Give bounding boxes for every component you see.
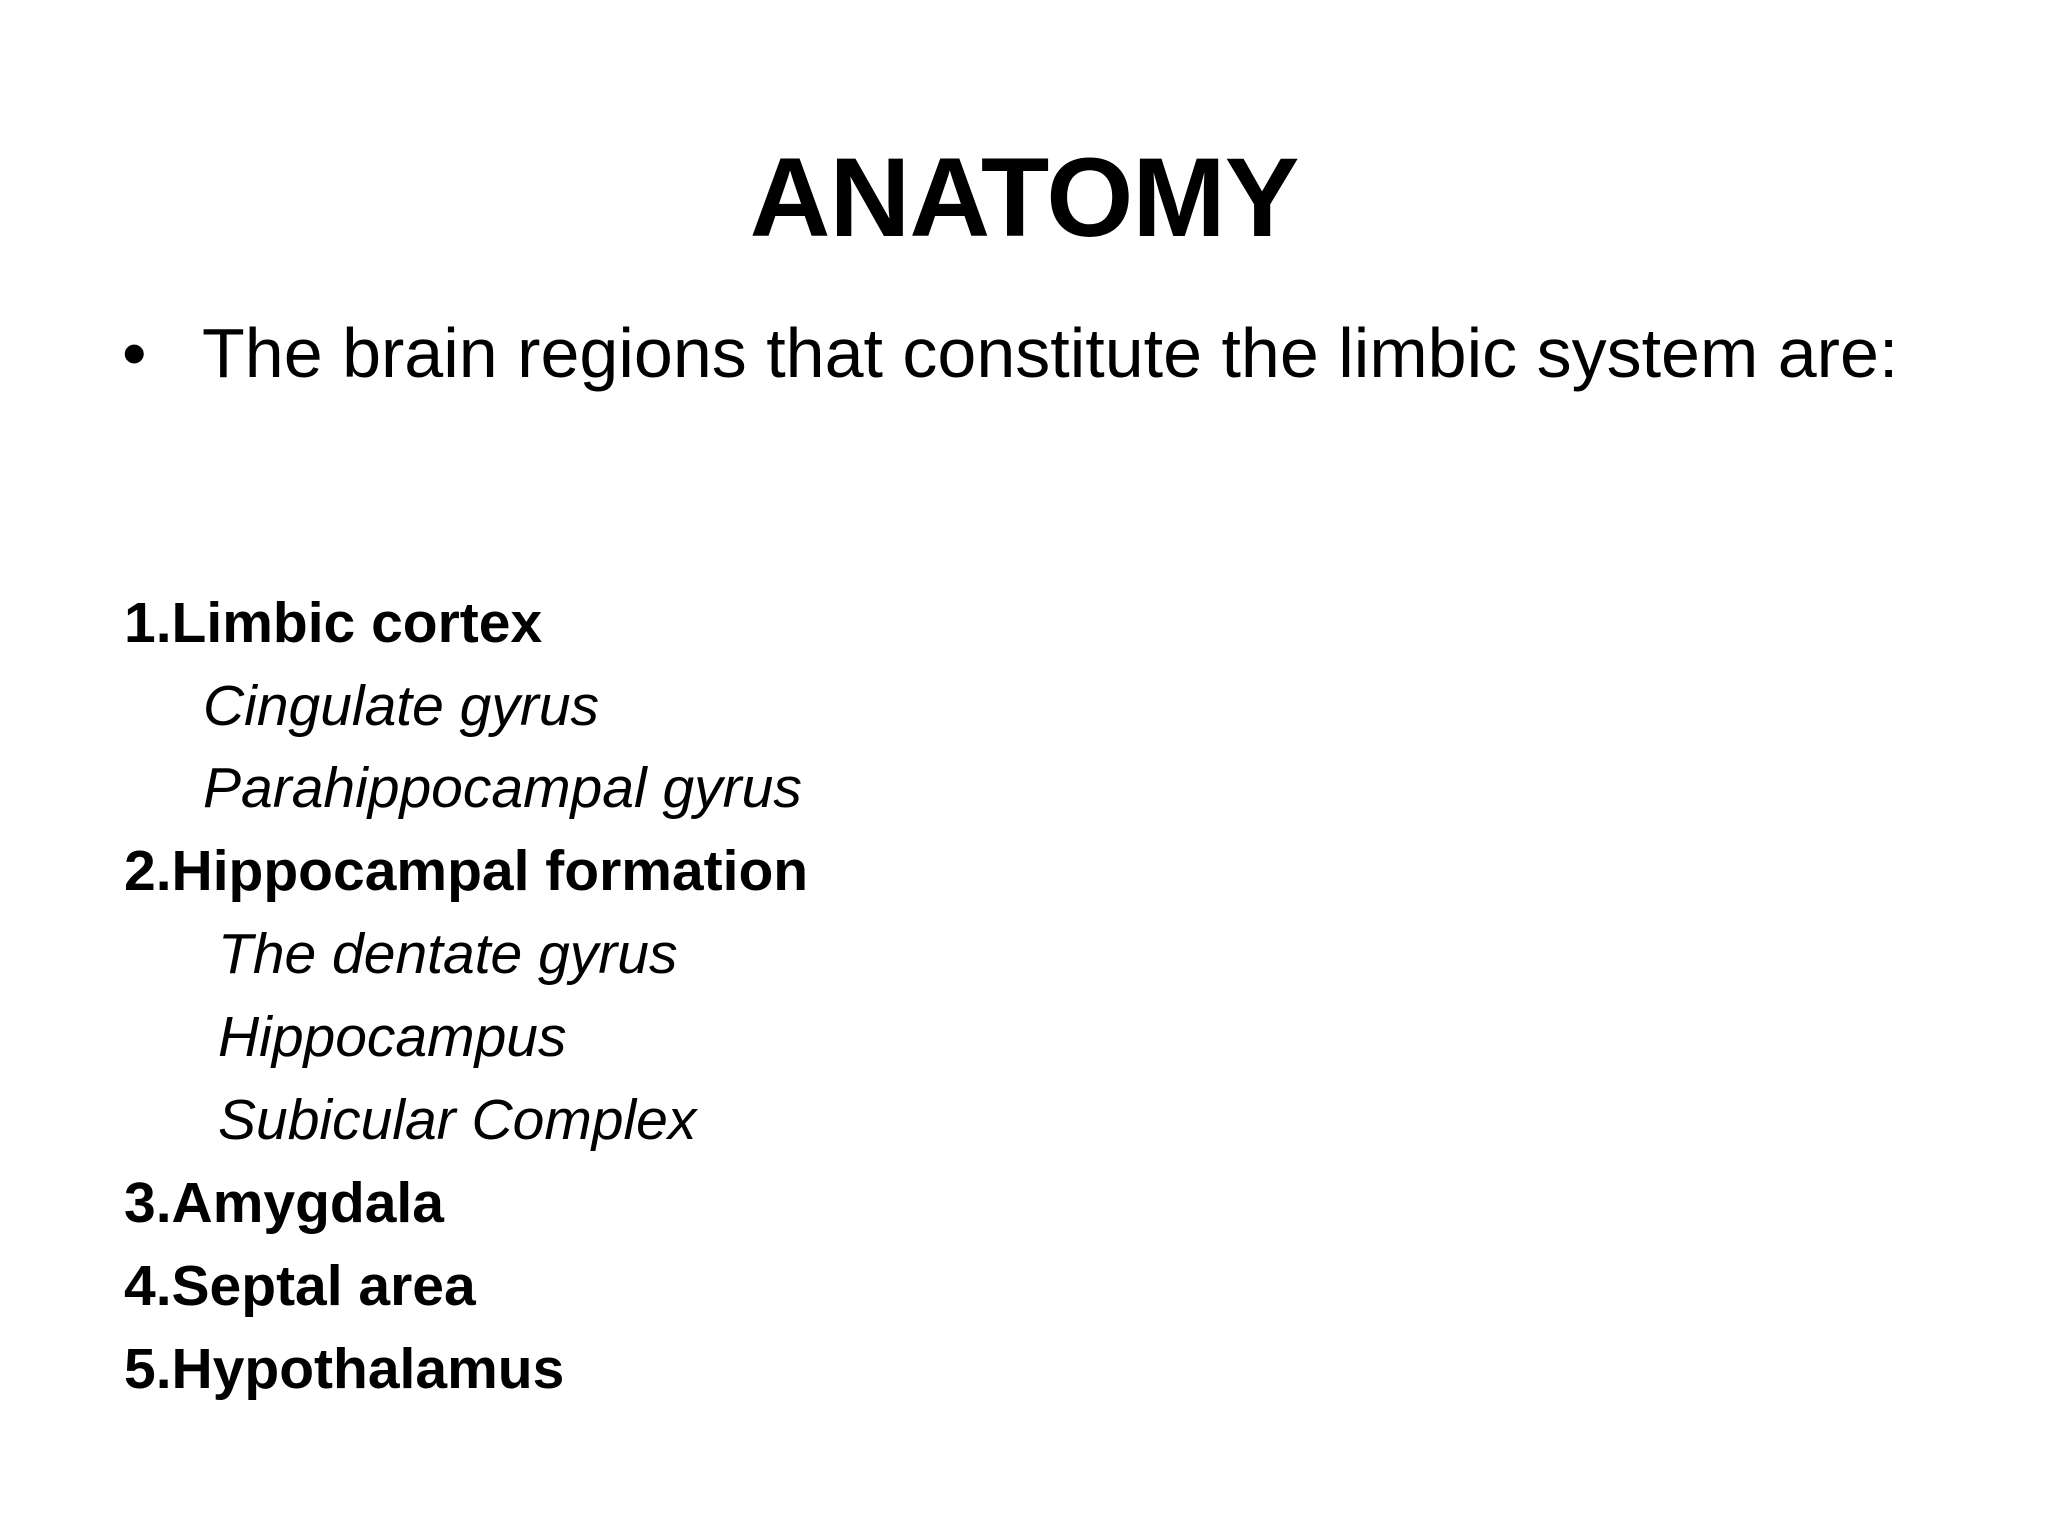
list-item-limbic-cortex: 1.Limbic cortex — [124, 591, 543, 655]
list-item-hippocampal-formation: 2.Hippocampal formation — [124, 839, 809, 903]
slide-title: ANATOMY — [749, 135, 1300, 260]
bullet-marker: • — [122, 314, 147, 392]
sub-item-cingulate-gyrus: Cingulate gyrus — [203, 674, 600, 738]
list-item-septal-area: 4.Septal area — [124, 1254, 476, 1318]
list-item-hypothalamus: 5.Hypothalamus — [124, 1337, 565, 1401]
sub-item-dentate-gyrus: The dentate gyrus — [218, 922, 678, 986]
list-item-amygdala: 3.Amygdala — [124, 1171, 444, 1235]
sub-item-parahippocampal-gyrus: Parahippocampal gyrus — [203, 756, 802, 820]
sub-item-subicular-complex: Subicular Complex — [218, 1088, 697, 1152]
intro-text: The brain regions that constitute the li… — [202, 314, 1899, 392]
sub-item-hippocampus: Hippocampus — [218, 1005, 567, 1069]
